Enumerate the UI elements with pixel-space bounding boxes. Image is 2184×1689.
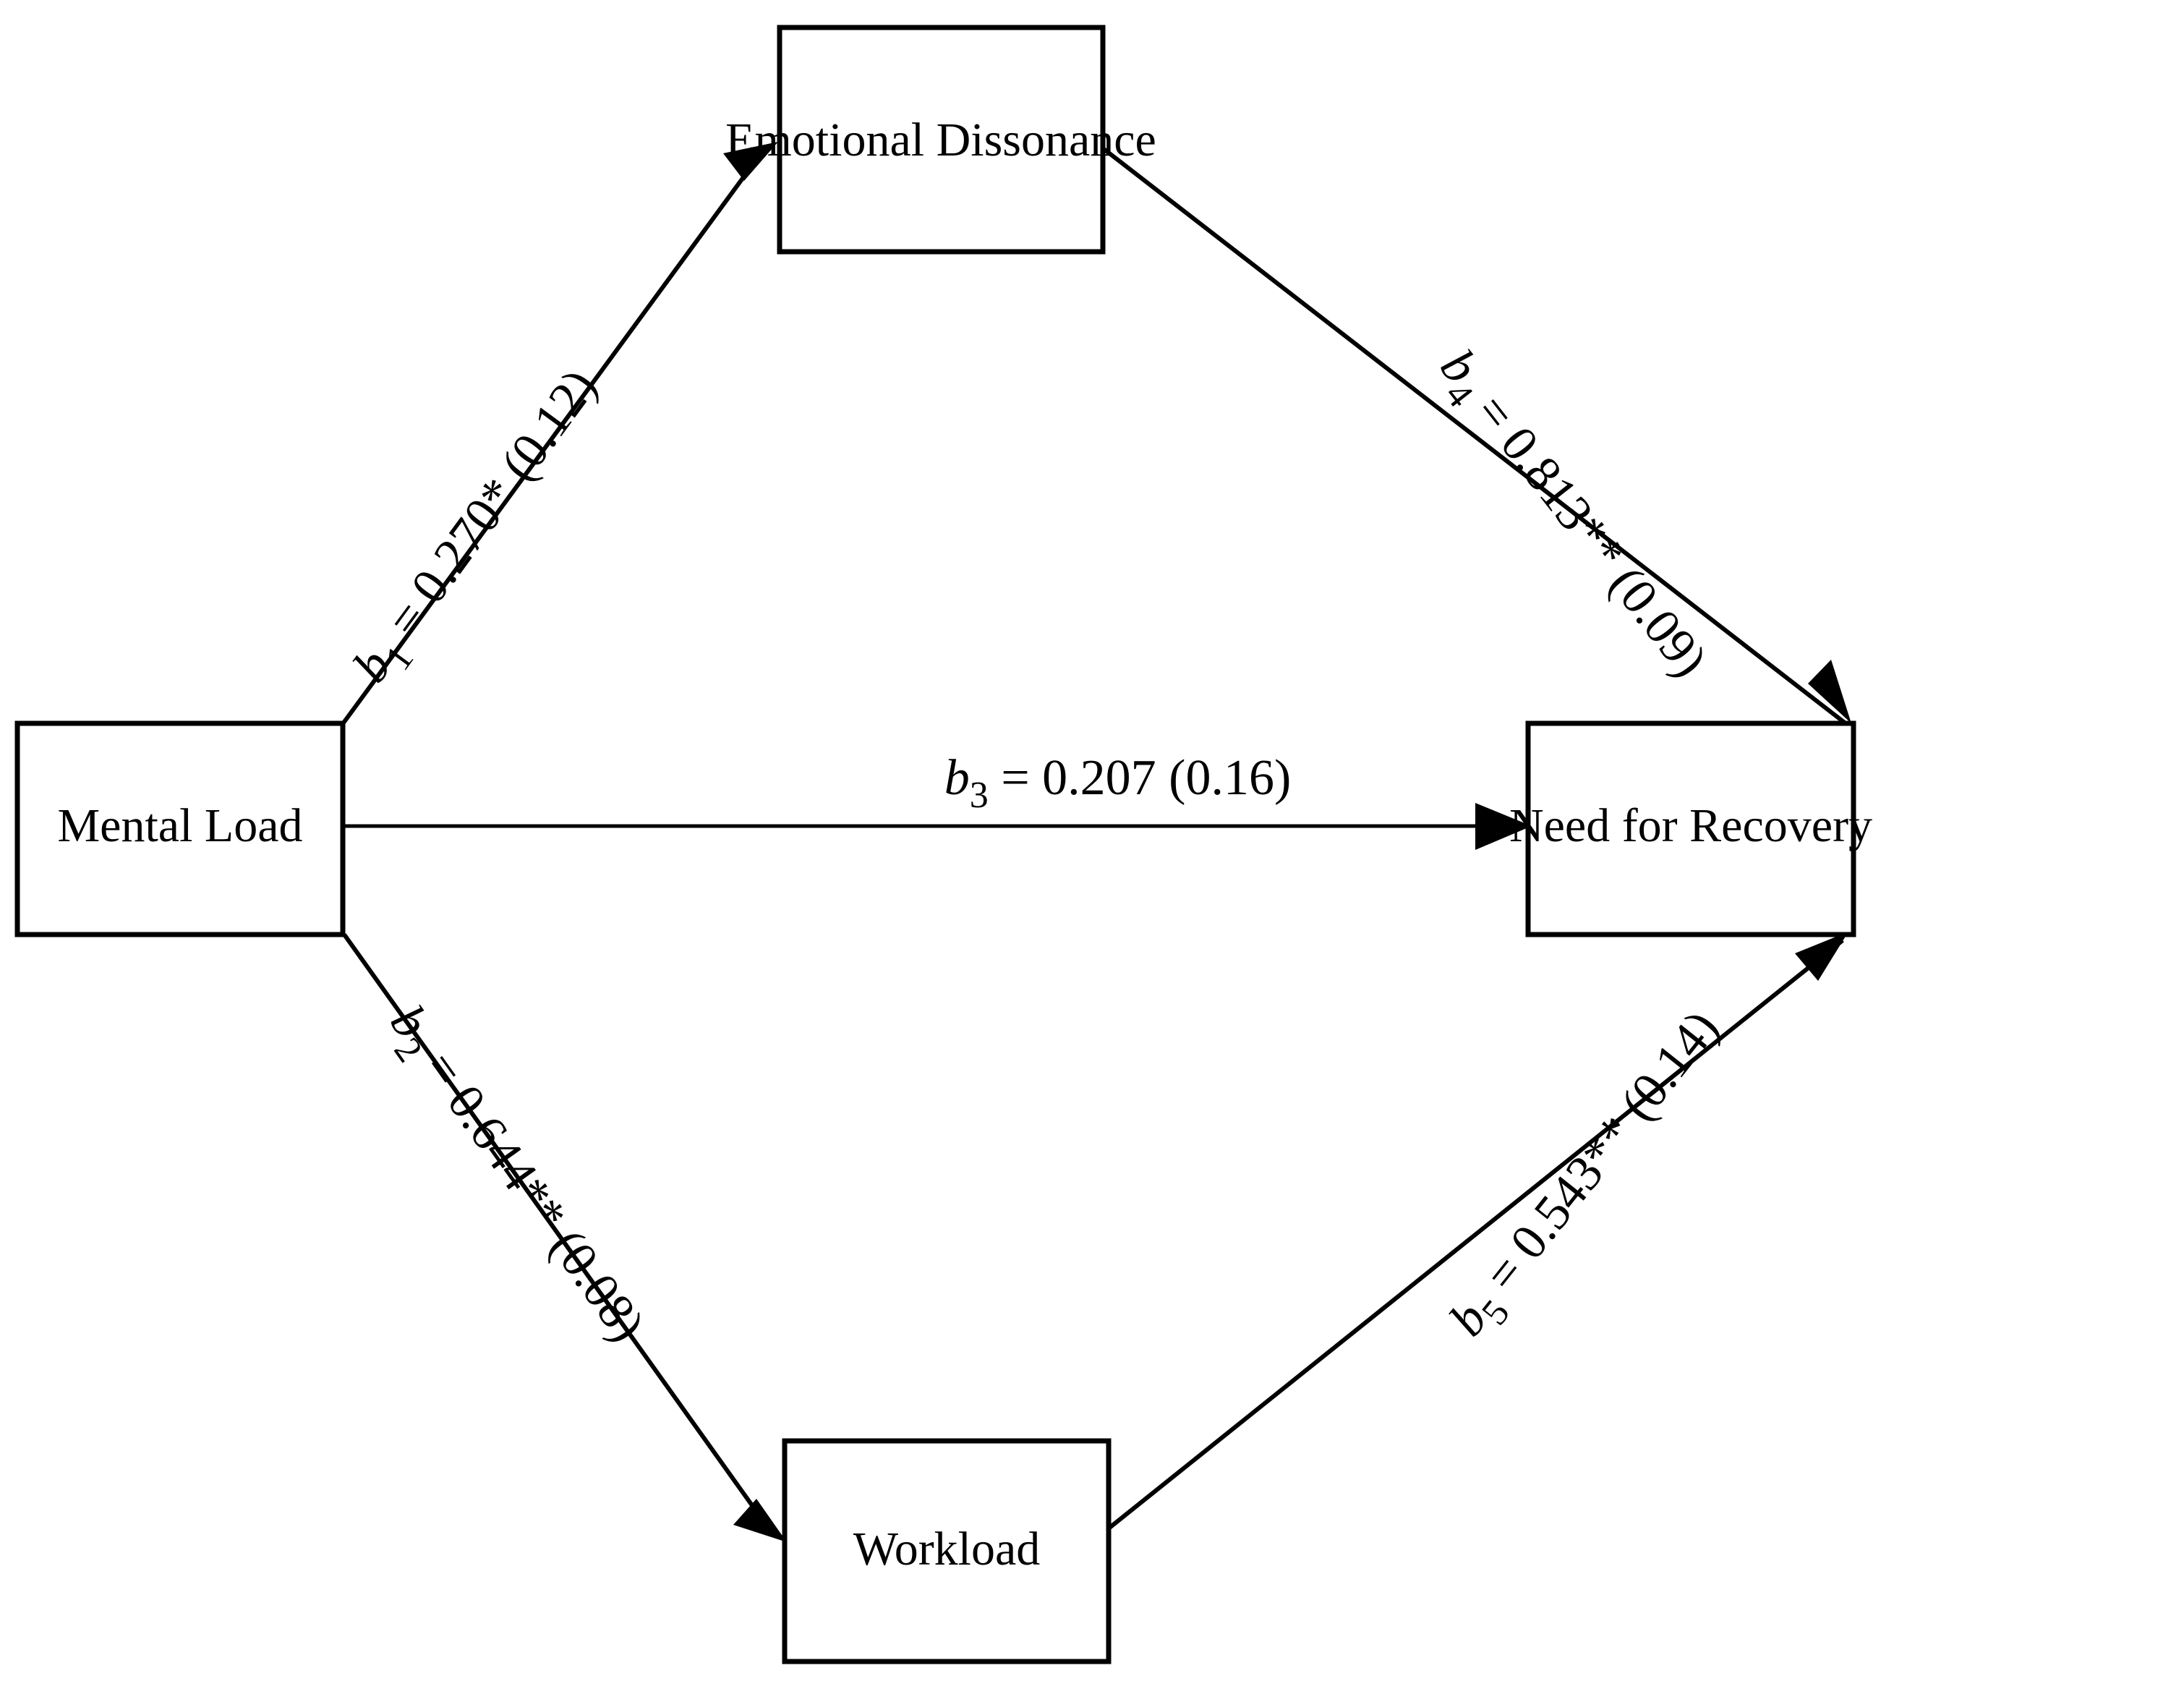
edge-b1-label-text: = 0.270* (0.12) — [369, 360, 608, 657]
node-need-for-recovery-box[interactable] — [1525, 720, 1856, 937]
node-emotional-dissonance[interactable]: Emotional Dissonance — [725, 25, 1156, 255]
node-mental-load-box[interactable] — [14, 720, 346, 937]
edge-b3-label-text: = 0.207 (0.16) — [989, 750, 1292, 806]
edge-b2-label-text: = 0.644** (0.08) — [405, 1031, 655, 1351]
node-workload-label: Workload — [853, 1523, 1041, 1575]
node-workload-box[interactable] — [782, 1438, 1112, 1664]
edge-b1-label: b1 = 0.270* (0.12) — [276, 288, 669, 790]
node-mental-load-label: Mental Load — [57, 799, 302, 852]
node-need-for-recovery-label: Need for Recovery — [1509, 799, 1872, 852]
edge-b1-line — [340, 154, 762, 726]
edge-b4-label: b4 = 0.813** (0.09) — [1351, 250, 1772, 763]
edge-b3: b3 = 0.207 (0.16) — [343, 750, 1532, 850]
node-need-for-recovery[interactable]: Need for Recovery — [1509, 720, 1872, 937]
edge-b4-arrowhead — [1808, 660, 1851, 723]
edge-b5-arrowhead — [1795, 932, 1848, 981]
edge-b5-label: b5 = 0.543** (0.14) — [1368, 931, 1793, 1442]
edge-b4: b4 = 0.813** (0.09) — [1101, 146, 1851, 763]
edge-b2-label: b2 = 0.644** (0.08) — [305, 903, 707, 1429]
edge-b3-label: b3 = 0.207 (0.16) — [830, 750, 1380, 816]
node-emotional-dissonance-label: Emotional Dissonance — [725, 114, 1156, 166]
edge-b2-line — [342, 933, 770, 1529]
node-mental-load[interactable]: Mental Load — [14, 720, 346, 937]
edge-b5: b5 = 0.543** (0.14) — [1104, 931, 1848, 1533]
edge-b2-arrowhead — [733, 1499, 787, 1542]
edge-b5-line — [1104, 938, 1844, 1533]
edge-b5-label-text: = 0.543** (0.14) — [1467, 1000, 1730, 1311]
node-workload[interactable]: Workload — [782, 1438, 1112, 1664]
node-emotional-dissonance-box[interactable] — [777, 25, 1106, 255]
edge-b1: b1 = 0.270* (0.12) — [276, 142, 778, 790]
edge-b4-label-text: = 0.813** (0.09) — [1456, 375, 1718, 687]
edge-b4-line — [1101, 146, 1847, 726]
edge-b3-arrowhead — [1475, 803, 1532, 850]
edge-b1-arrowhead — [723, 142, 778, 181]
edge-b2: b2 = 0.644** (0.08) — [305, 903, 787, 1542]
